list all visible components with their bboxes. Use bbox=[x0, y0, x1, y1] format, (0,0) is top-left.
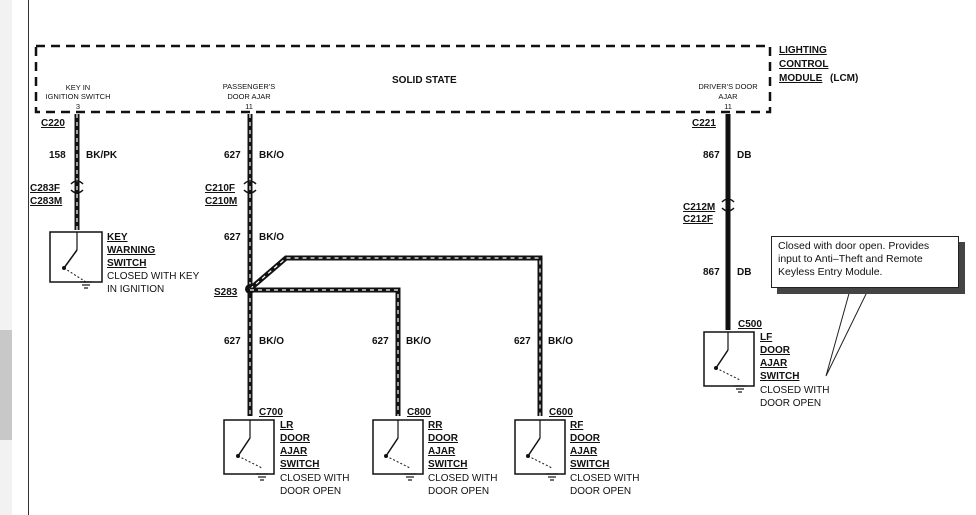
connector-c221: C221 bbox=[692, 118, 716, 129]
lr-switch-desc1: CLOSED WITH bbox=[280, 473, 349, 484]
scrollbar-thumb[interactable] bbox=[0, 330, 12, 440]
wire-867b-number: 867 bbox=[703, 267, 720, 278]
wire-867a-number: 867 bbox=[703, 150, 720, 161]
lcm-module-box bbox=[34, 44, 772, 114]
lf-switch-label4: SWITCH bbox=[760, 371, 799, 382]
connector-c212-symbol bbox=[721, 198, 735, 212]
module-title-line2: CONTROL bbox=[779, 59, 828, 70]
rf-switch-label3: AJAR bbox=[570, 446, 598, 457]
rr-switch-label1: RR bbox=[428, 420, 443, 431]
pin-key-number: 3 bbox=[76, 102, 80, 111]
connector-c283f: C283F bbox=[30, 183, 60, 194]
callout-note: Closed with door open. Provides input to… bbox=[771, 236, 959, 288]
wire-627-rr-number: 627 bbox=[372, 336, 389, 347]
rf-door-ajar-switch bbox=[514, 419, 566, 481]
page-left-border bbox=[28, 0, 29, 515]
connector-c283m: C283M bbox=[30, 196, 62, 207]
key-switch-label2: WARNING bbox=[107, 245, 156, 256]
wire-627b-number: 627 bbox=[224, 232, 241, 243]
pin-pass-label2: DOOR AJAR bbox=[227, 92, 271, 101]
wire-627-lr-number: 627 bbox=[224, 336, 241, 347]
lf-switch-desc2: DOOR OPEN bbox=[760, 398, 821, 409]
connector-c212m: C212M bbox=[683, 202, 715, 213]
connector-c283-symbol bbox=[70, 180, 84, 194]
lr-door-ajar-switch bbox=[223, 419, 275, 481]
wire-627-rf-number: 627 bbox=[514, 336, 531, 347]
pin-driver-number: 11 bbox=[724, 102, 732, 111]
lr-switch-desc2: DOOR OPEN bbox=[280, 486, 341, 497]
lf-switch-desc1: CLOSED WITH bbox=[760, 385, 829, 396]
lr-switch-label2: DOOR bbox=[280, 433, 311, 444]
wire-158-number: 158 bbox=[49, 150, 66, 161]
connector-c210m: C210M bbox=[205, 196, 237, 207]
wire-158-color: BK/PK bbox=[86, 150, 118, 161]
connector-c800: C800 bbox=[407, 407, 431, 418]
wire-627-rr-branch bbox=[250, 287, 401, 416]
rf-switch-label1: RF bbox=[570, 420, 583, 431]
connector-c500: C500 bbox=[738, 319, 762, 330]
wire-867a-color: DB bbox=[737, 150, 751, 161]
pin-driver-label1: DRIVER'S DOOR bbox=[698, 82, 758, 91]
module-title-line3: MODULE bbox=[779, 73, 823, 84]
wire-627a-number: 627 bbox=[224, 150, 241, 161]
connector-c700: C700 bbox=[259, 407, 283, 418]
key-warning-switch bbox=[49, 231, 103, 289]
connector-c220: C220 bbox=[41, 118, 65, 129]
left-scrollbar[interactable] bbox=[0, 0, 12, 515]
wire-627b-color: BK/O bbox=[259, 232, 284, 243]
connector-c600: C600 bbox=[549, 407, 573, 418]
rr-switch-label2: DOOR bbox=[428, 433, 459, 444]
wire-627-rf-branch bbox=[248, 255, 543, 416]
wire-627-rr-color: BK/O bbox=[406, 336, 431, 347]
pin-pass-number: 11 bbox=[245, 102, 253, 111]
rf-switch-label4: SWITCH bbox=[570, 459, 609, 470]
connector-c210-symbol bbox=[243, 180, 257, 194]
wire-627a-color: BK/O bbox=[259, 150, 284, 161]
key-switch-desc2: IN IGNITION bbox=[107, 284, 164, 295]
key-switch-label1: KEY bbox=[107, 232, 128, 243]
connector-c210f: C210F bbox=[205, 183, 235, 194]
rr-switch-label4: SWITCH bbox=[428, 459, 467, 470]
key-switch-label3: SWITCH bbox=[107, 258, 146, 269]
pin-key-label2: IGNITION SWITCH bbox=[46, 92, 111, 101]
rr-door-ajar-switch bbox=[372, 419, 424, 481]
lf-switch-label3: AJAR bbox=[760, 358, 788, 369]
connector-c212f: C212F bbox=[683, 214, 713, 225]
rr-switch-desc1: CLOSED WITH bbox=[428, 473, 497, 484]
module-title-abbr: (LCM) bbox=[830, 73, 858, 84]
module-title-line1: LIGHTING bbox=[779, 45, 827, 56]
lf-switch-label2: DOOR bbox=[760, 345, 791, 356]
lf-door-ajar-switch bbox=[703, 331, 755, 393]
rf-switch-desc1: CLOSED WITH bbox=[570, 473, 639, 484]
lr-switch-label4: SWITCH bbox=[280, 459, 319, 470]
pin-driver-label2: AJAR bbox=[718, 92, 738, 101]
rr-switch-desc2: DOOR OPEN bbox=[428, 486, 489, 497]
pin-pass-label1: PASSENGER'S bbox=[223, 82, 276, 91]
wire-627-rf-color: BK/O bbox=[548, 336, 573, 347]
lr-switch-label1: LR bbox=[280, 420, 294, 431]
splice-s283-label: S283 bbox=[214, 287, 238, 298]
pin-key-label1: KEY IN bbox=[66, 83, 90, 92]
lf-switch-label1: LF bbox=[760, 332, 772, 343]
lr-switch-label3: AJAR bbox=[280, 446, 308, 457]
wire-867b-color: DB bbox=[737, 267, 751, 278]
wire-627-rr-stripe bbox=[250, 289, 399, 416]
module-center-label: SOLID STATE bbox=[392, 75, 457, 86]
rr-switch-label3: AJAR bbox=[428, 446, 456, 457]
wire-627-rf-stripe bbox=[249, 257, 541, 416]
callout-leader bbox=[825, 289, 869, 377]
rf-switch-label2: DOOR bbox=[570, 433, 601, 444]
key-switch-desc1: CLOSED WITH KEY bbox=[107, 271, 200, 282]
rf-switch-desc2: DOOR OPEN bbox=[570, 486, 631, 497]
wire-627-lr-color: BK/O bbox=[259, 336, 284, 347]
